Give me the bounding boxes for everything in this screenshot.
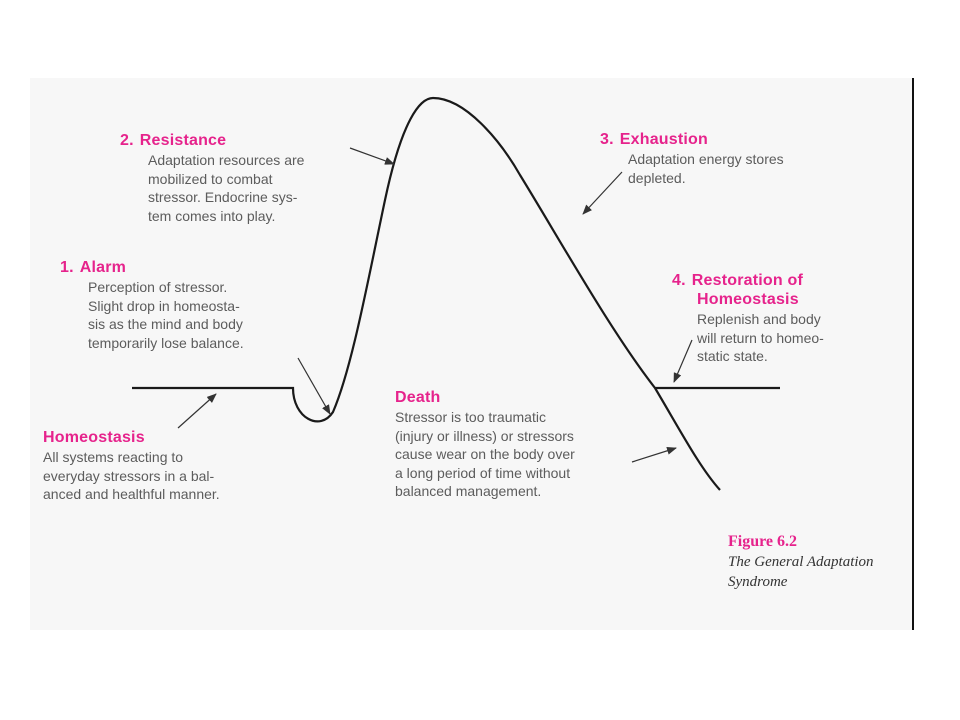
arrow-resistance — [349, 147, 395, 165]
adaptation-curve — [132, 96, 721, 491]
arrow-exhaustion — [582, 171, 623, 215]
stage-restoration: 4.Restoration of Homeostasis Replenish a… — [672, 271, 902, 366]
exhaustion-description: Adaptation energy stores depleted. — [628, 151, 784, 186]
stage-resistance: 2.Resistance Adaptation resources are mo… — [120, 131, 360, 225]
homeostasis-heading: Homeostasis — [43, 429, 145, 446]
figure-caption: Figure 6.2 The General Adaptation Syndro… — [728, 532, 908, 592]
arrow-restoration — [673, 339, 693, 383]
panel-right-border — [912, 78, 914, 630]
stage-exhaustion: 3.Exhaustion Adaptation energy stores de… — [600, 130, 840, 187]
stage-alarm: 1.Alarm Perception of stressor. Slight d… — [60, 258, 330, 352]
homeostasis-description: All systems reacting to everyday stresso… — [43, 449, 220, 502]
resistance-description: Adaptation resources are mobilized to co… — [148, 152, 305, 224]
arrow-death — [631, 446, 677, 463]
death-description: Stressor is too traumatic (injury or ill… — [395, 409, 575, 499]
restoration-heading: 4.Restoration of Homeostasis — [672, 272, 803, 308]
restoration-description: Replenish and body will return to homeo-… — [697, 311, 824, 364]
death-heading: Death — [395, 389, 441, 406]
figure-number: Figure 6.2 — [728, 533, 798, 550]
alarm-heading: 1.Alarm — [60, 259, 127, 276]
stage-death: Death Stressor is too traumatic (injury … — [395, 388, 655, 501]
arrow-homeostasis — [177, 393, 217, 429]
stage-homeostasis: Homeostasis All systems reacting to ever… — [43, 428, 303, 504]
figure-title: The General Adaptation Syndrome — [728, 554, 874, 590]
resistance-heading: 2.Resistance — [120, 132, 227, 149]
arrow-alarm — [297, 357, 331, 415]
figure-panel — [30, 78, 914, 630]
alarm-description: Perception of stressor. Slight drop in h… — [88, 279, 244, 351]
exhaustion-heading: 3.Exhaustion — [600, 131, 708, 148]
